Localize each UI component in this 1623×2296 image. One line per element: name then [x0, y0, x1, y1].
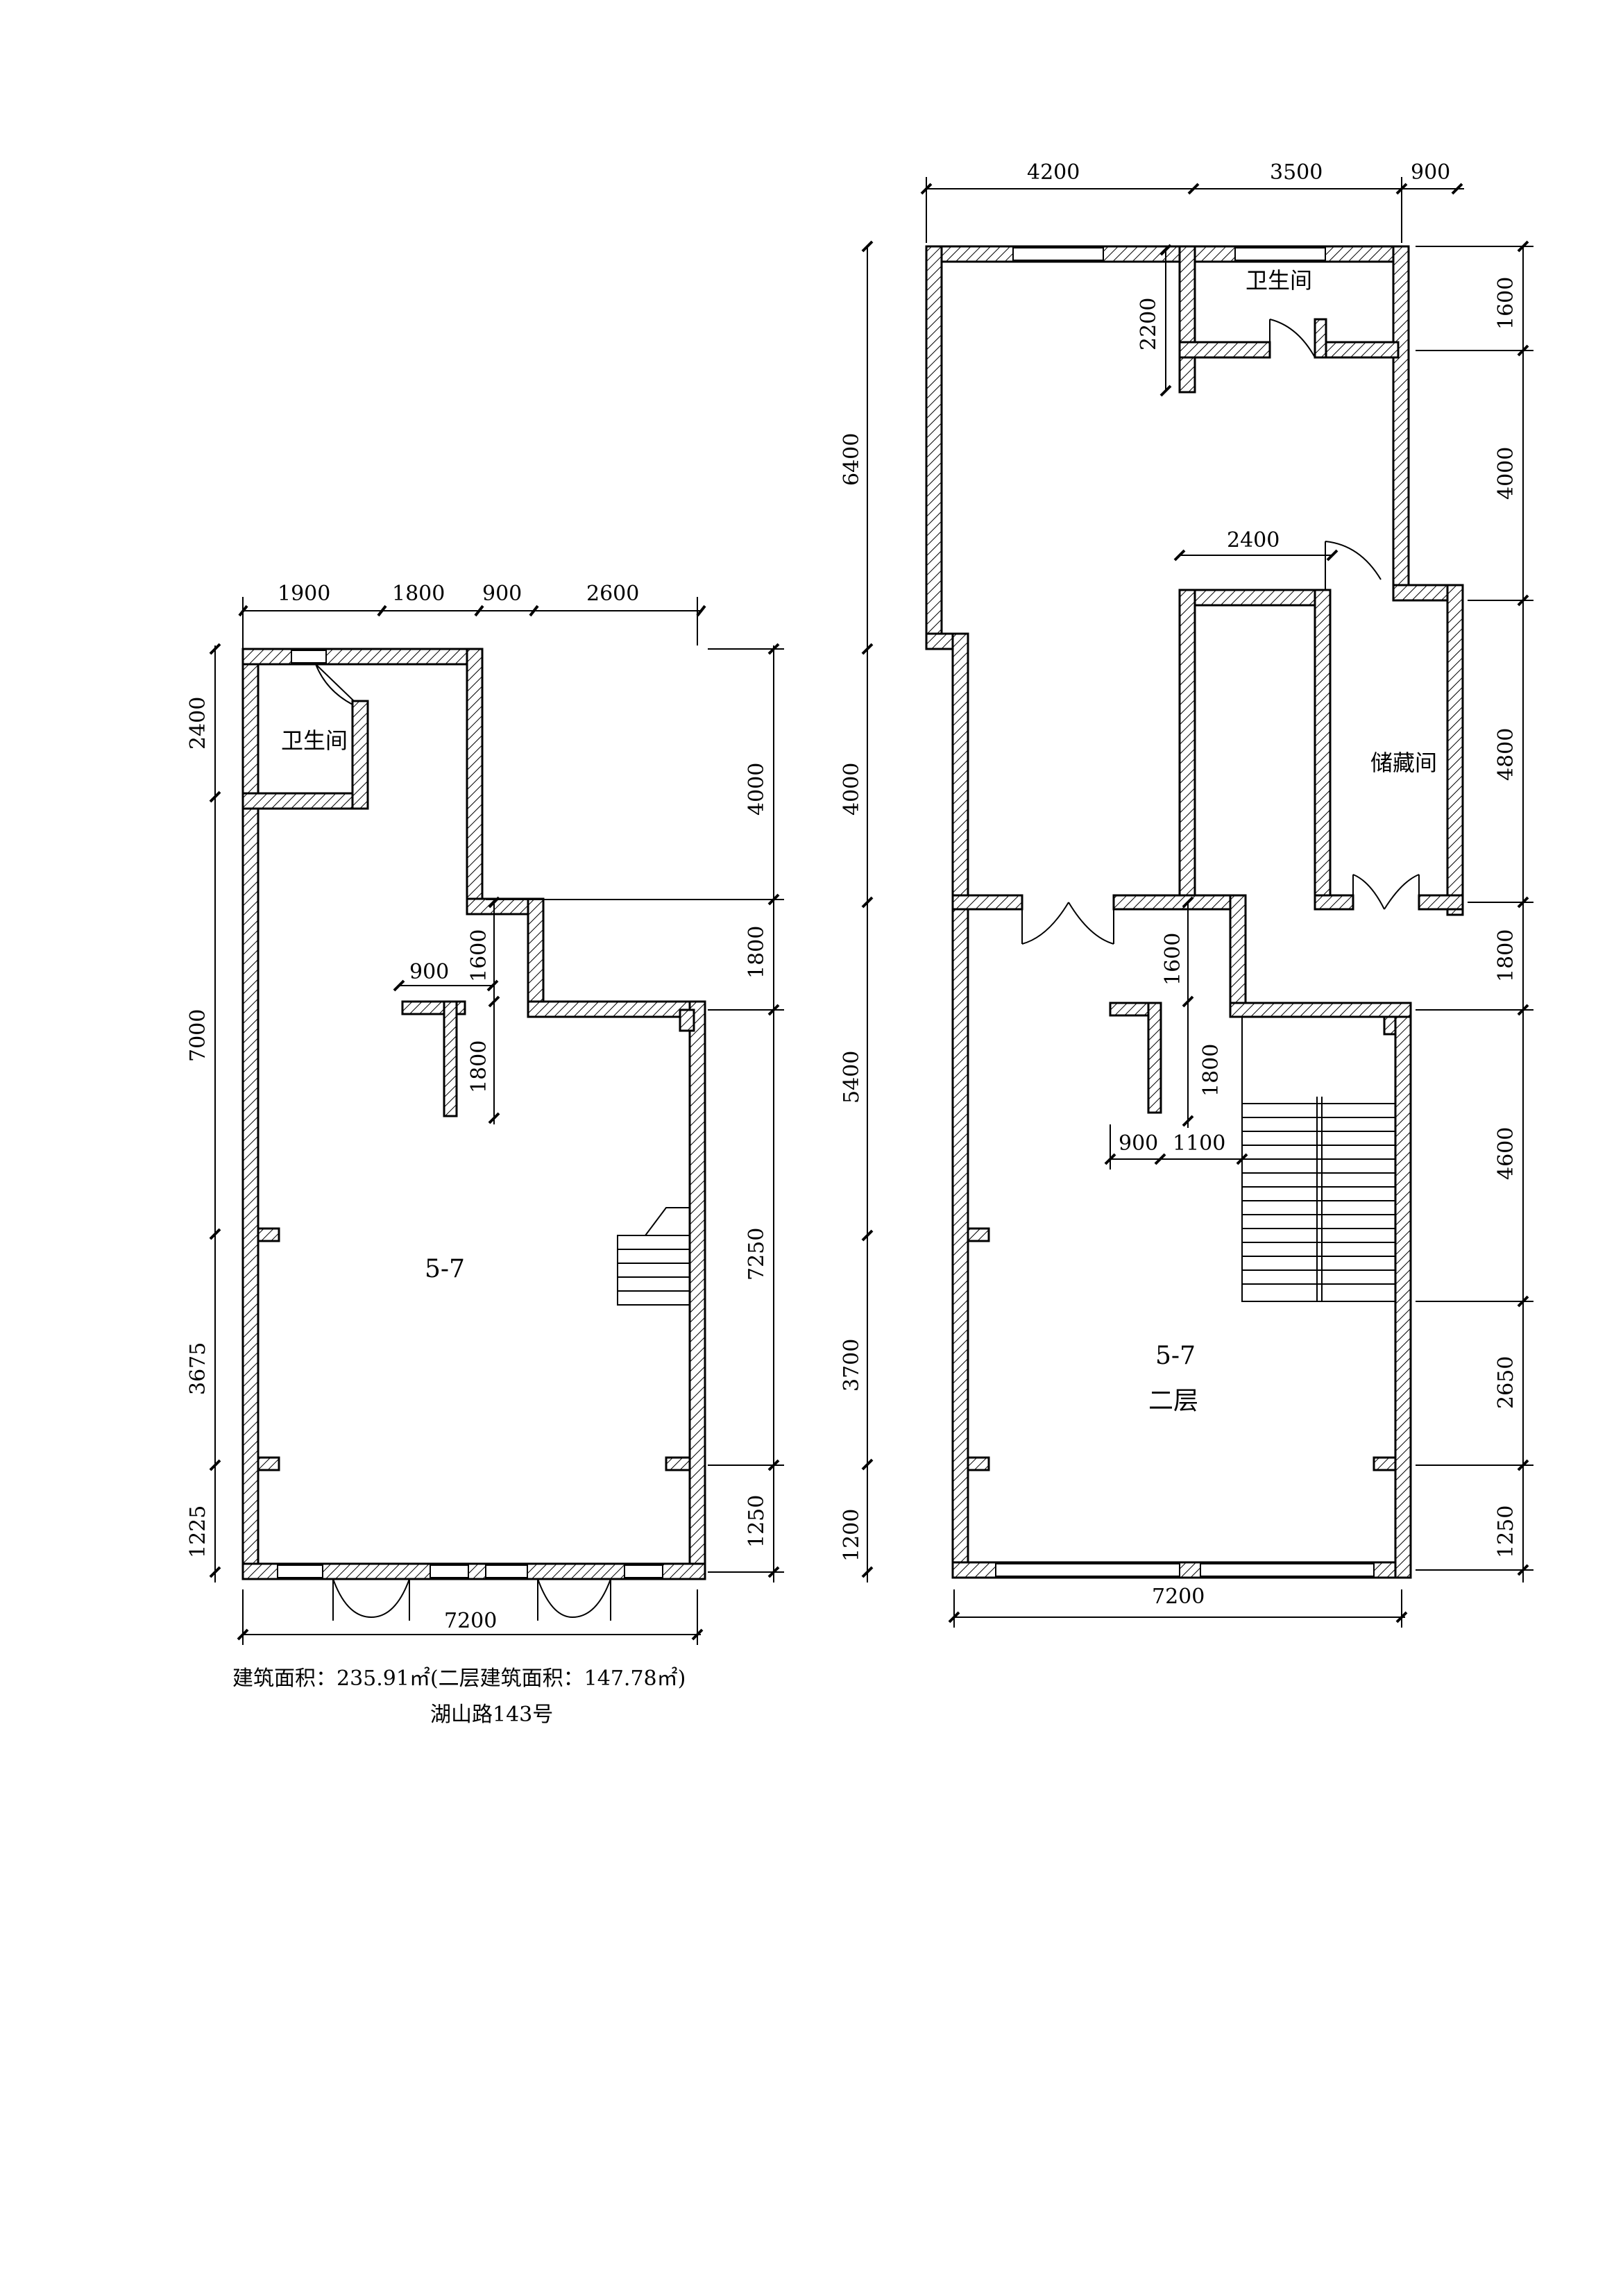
second-doors: [1021, 319, 1420, 945]
second-inner-dimensions: 2200 2400 1600 1800 900 1100: [1104, 244, 1339, 1170]
ground-right-dim-2: 1800: [745, 926, 769, 979]
second-left-dim-1: 6400: [840, 433, 864, 486]
area-caption: 建筑面积：235.91㎡(二层建筑面积：147.78㎡): [232, 1666, 686, 1691]
second-floor-label: 二层: [1148, 1387, 1198, 1415]
second-top-dim-3: 900: [1411, 160, 1450, 185]
second-inner-dim-900: 900: [1119, 1131, 1158, 1156]
ground-window-top: [291, 650, 327, 664]
ground-bathroom-label: 卫生间: [281, 727, 348, 754]
second-window-bottom-left: [995, 1563, 1180, 1577]
second-right-dim-4: 1800: [1494, 929, 1518, 982]
second-window-bath: [1234, 247, 1326, 261]
second-right-dimensions: 1600 4000 4800 1800 4600 2650 1250: [1416, 240, 1533, 1582]
ground-right-dim-3: 7250: [745, 1228, 769, 1281]
second-right-dim-1: 1600: [1494, 277, 1518, 330]
second-storage-label: 储藏间: [1370, 750, 1437, 776]
second-inner-dim-1800: 1800: [1199, 1044, 1223, 1097]
second-inner-dim-2200: 2200: [1137, 298, 1161, 351]
address-caption: 湖山路143号: [430, 1703, 553, 1727]
ground-right-dim-1: 4000: [745, 763, 769, 816]
ground-right-dimensions: 4000 1800 7250 1250: [486, 643, 784, 1582]
ground-inner-dim-1800: 1800: [467, 1040, 491, 1093]
ground-left-dim-1: 2400: [186, 697, 210, 750]
second-floor-plan: 卫生间 储藏间 5-7 二层 4200 3500 900 6400: [840, 160, 1533, 1628]
second-right-dim-5: 4600: [1494, 1127, 1518, 1180]
second-bottom-dimension: 7200: [948, 1585, 1408, 1628]
ground-left-dim-4: 1225: [186, 1505, 210, 1558]
second-top-dim-1: 4200: [1027, 160, 1080, 185]
second-inner-dim-1100: 1100: [1173, 1131, 1225, 1156]
second-window-top: [1012, 247, 1104, 261]
ground-floor-walls: [241, 648, 706, 1580]
second-top-dimensions: 4200 3500 900: [920, 160, 1464, 243]
caption: 建筑面积：235.91㎡(二层建筑面积：147.78㎡) 湖山路143号: [232, 1666, 686, 1727]
ground-unit-label: 5-7: [425, 1255, 465, 1283]
ground-bathroom-door: [315, 664, 355, 705]
ground-top-dim-2: 1800: [392, 582, 445, 606]
second-inner-dim-1600: 1600: [1161, 933, 1185, 986]
second-staircase: [1241, 1016, 1396, 1302]
ground-top-dim-4: 2600: [586, 582, 639, 606]
ground-left-dimensions: 2400 7000 3675 1225: [186, 643, 221, 1582]
second-left-dim-5: 1200: [840, 1509, 864, 1562]
ground-floor-plan: 卫生间 5-7 1900 1800 900 2600 2400 700: [186, 582, 784, 1645]
second-left-dim-2: 4000: [840, 763, 864, 816]
second-right-dim-6: 2650: [1494, 1356, 1518, 1409]
second-right-dim-2: 4000: [1494, 447, 1518, 500]
second-bathroom-label: 卫生间: [1246, 267, 1312, 294]
ground-inner-dim-1600: 1600: [467, 929, 491, 982]
second-floor-walls: [925, 245, 1464, 1579]
ground-top-dim-1: 1900: [278, 582, 330, 606]
ground-inner-dim-900: 900: [409, 960, 449, 984]
ground-left-dim-2: 7000: [186, 1009, 210, 1062]
second-right-dim-7: 1250: [1494, 1505, 1518, 1558]
second-left-dimensions: 6400 4000 5400 3700 1200: [840, 240, 874, 1582]
ground-left-dim-3: 3675: [186, 1342, 210, 1395]
ground-stair: [617, 1207, 690, 1306]
second-left-dim-3: 5400: [840, 1051, 864, 1104]
second-window-bottom-right: [1200, 1563, 1375, 1577]
ground-top-dim-3: 900: [482, 582, 522, 606]
second-inner-dim-2400: 2400: [1227, 528, 1280, 552]
ground-bottom-dim: 7200: [444, 1609, 497, 1633]
second-left-dim-4: 3700: [840, 1339, 864, 1392]
ground-inner-dimensions: 900 1600 1800: [393, 896, 500, 1124]
ground-front-openings: [277, 1564, 663, 1621]
second-unit-label: 5-7: [1155, 1342, 1196, 1370]
second-top-dim-2: 3500: [1270, 160, 1323, 185]
ground-right-dim-4: 1250: [745, 1495, 769, 1548]
second-bottom-dim: 7200: [1152, 1585, 1205, 1609]
ground-top-dimensions: 1900 1800 900 2600: [238, 582, 706, 649]
second-right-dim-3: 4800: [1494, 728, 1518, 781]
ground-bottom-dimension: 7200: [237, 1589, 704, 1645]
